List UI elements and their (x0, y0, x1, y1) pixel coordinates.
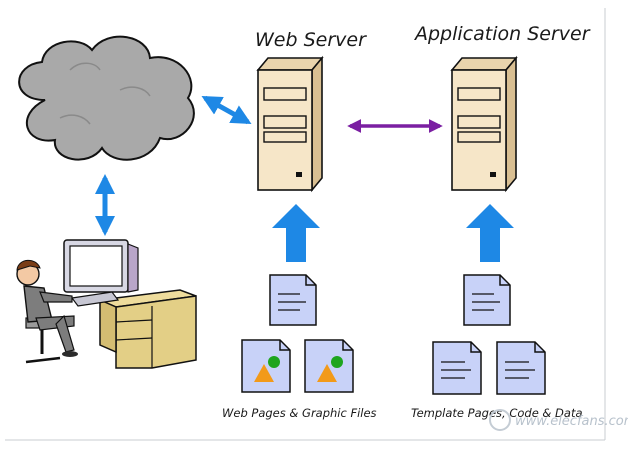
user-at-desk-icon (16, 239, 197, 369)
watermark-logo-icon (489, 409, 511, 431)
graphic-file-icon-1 (241, 339, 291, 393)
app-server-title: Application Server (413, 23, 591, 45)
web-files-up-arrow (272, 204, 320, 262)
web-server-title: Web Server (255, 29, 367, 51)
code-file-icon (432, 341, 482, 395)
app-files-up-arrow (466, 204, 514, 262)
web-page-document-icon (269, 274, 317, 326)
data-file-icon (496, 341, 546, 395)
application-server-icon (450, 55, 518, 193)
watermark-text: www.elecfans.com (515, 414, 628, 429)
cloud-web-server-arrow (201, 95, 252, 125)
web-files-caption: Web Pages & Graphic Files (222, 406, 377, 420)
internet-cloud-icon (18, 35, 195, 161)
web-server-icon (256, 55, 324, 193)
watermark: www.elecfans.com (489, 409, 628, 431)
app-files-caption: Template Pages, Code & Data (411, 406, 583, 420)
template-page-document-icon (463, 274, 511, 326)
graphic-file-icon-2 (304, 339, 354, 393)
